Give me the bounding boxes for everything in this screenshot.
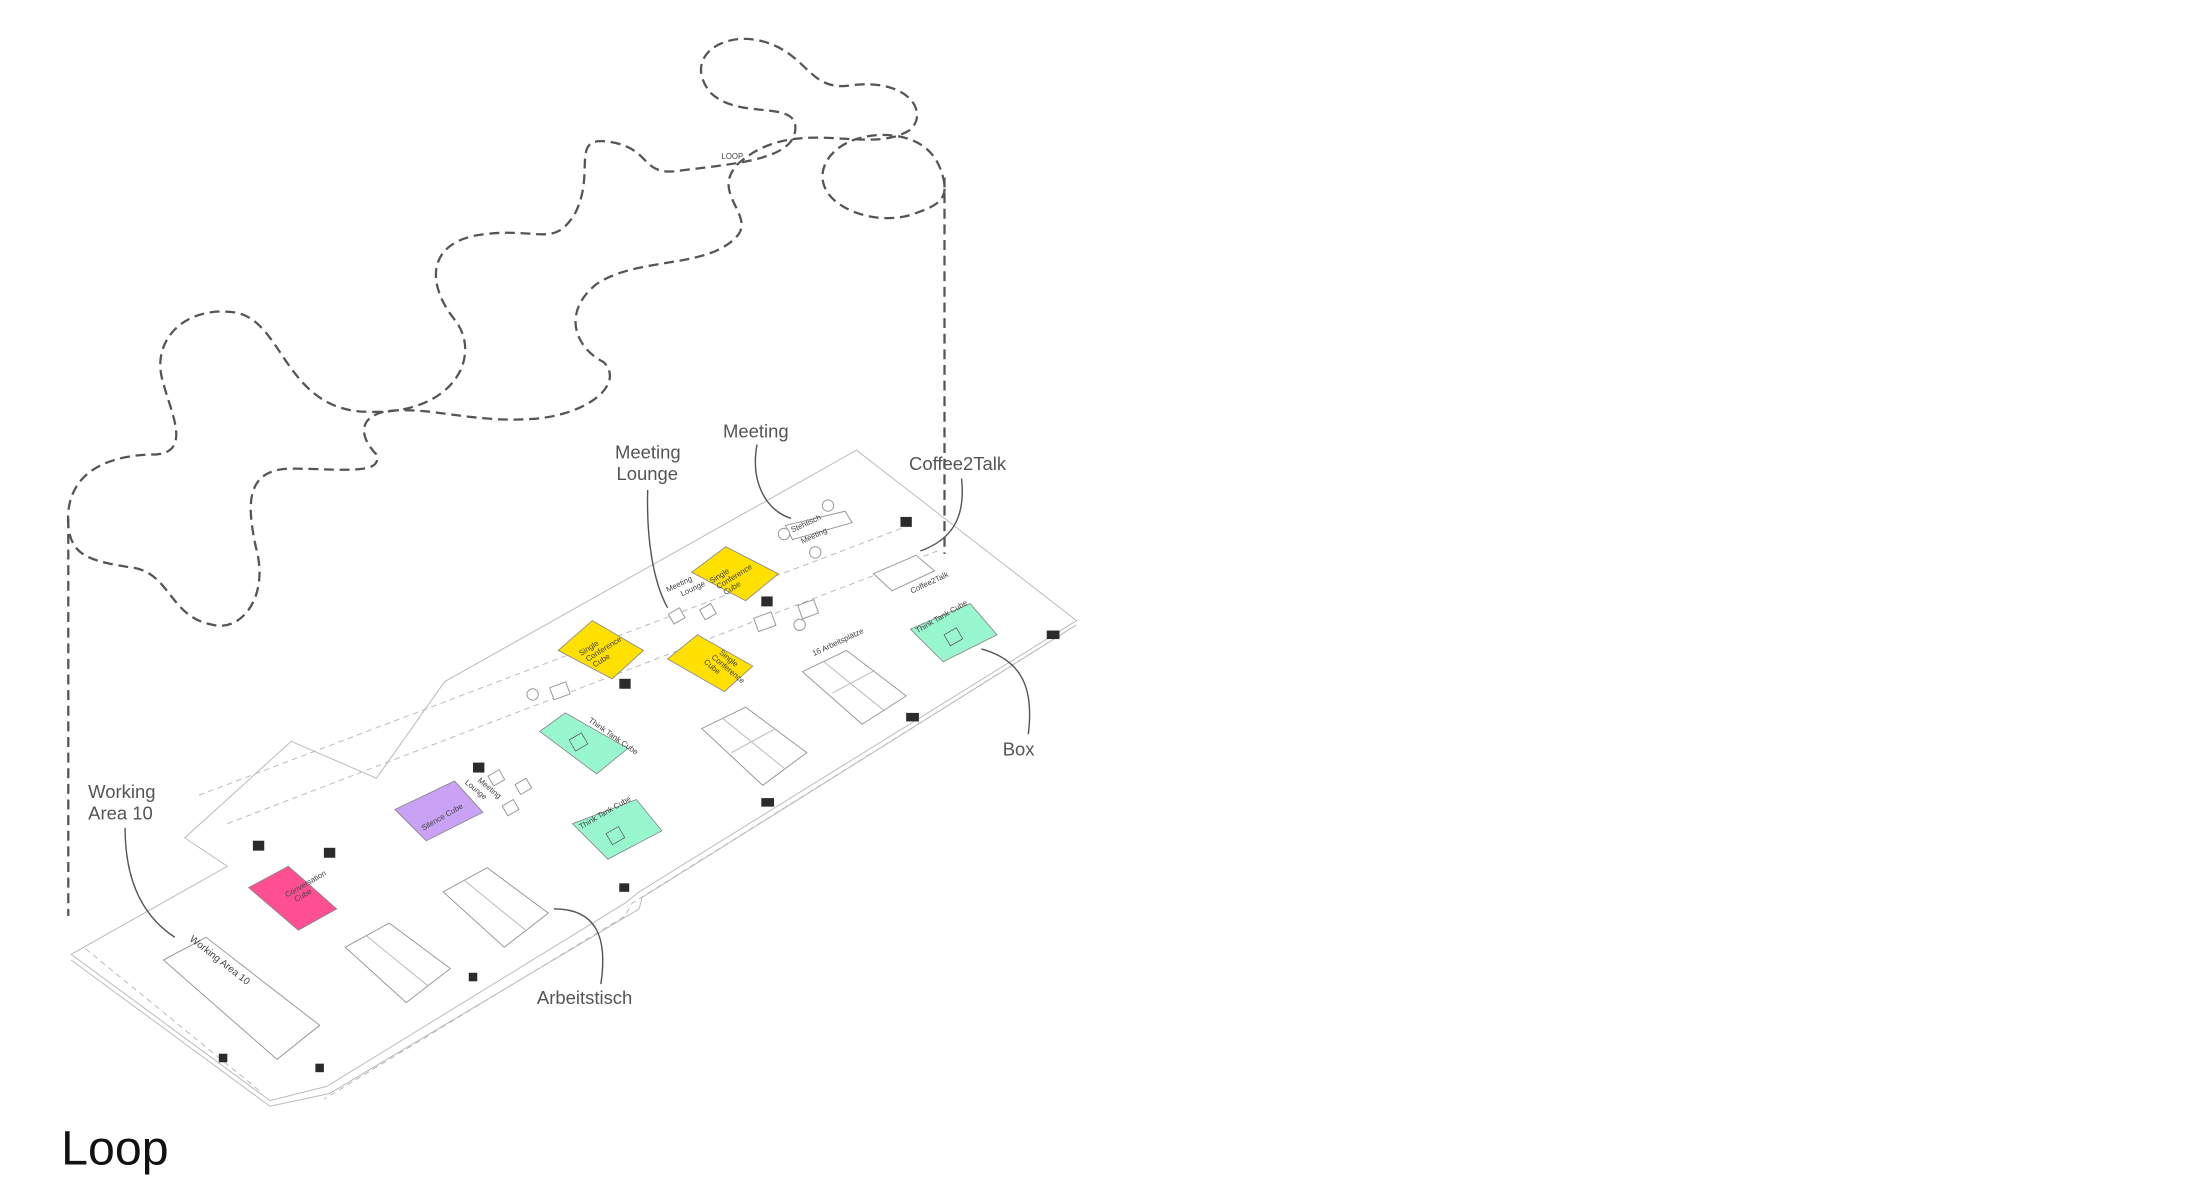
svg-text:Arbeitstisch: Arbeitstisch — [537, 987, 632, 1008]
floor-plan — [70, 449, 1078, 1107]
callout-coffee2talk: Coffee2Talk — [909, 453, 1007, 552]
svg-text:16 Arbeitsplätze: 16 Arbeitsplätze — [811, 626, 865, 658]
svg-text:Box: Box — [1003, 739, 1036, 760]
think-tank-cube-3[interactable]: Think Tank Cube — [909, 598, 998, 663]
single-conference-cube-3[interactable]: SingleConferenceCube — [666, 634, 754, 693]
stehtisch-table — [784, 510, 853, 541]
callout-arbeitstisch: Arbeitstisch — [537, 908, 632, 1008]
single-conference-cube-2[interactable]: SingleConferenceCube — [690, 546, 780, 602]
coffee-counter — [872, 554, 936, 592]
loop-path-inner — [821, 133, 946, 220]
loop-path — [67, 37, 919, 627]
conversation-cube[interactable]: ConversationCube — [247, 865, 338, 931]
think-tank-cube-2[interactable]: Think Tank Cube — [571, 794, 663, 860]
think-tank-cube-1[interactable]: Think Tank Cube — [539, 712, 640, 775]
workstation-desks — [162, 499, 936, 1061]
long-desk-working-area — [162, 936, 321, 1061]
svg-text:Coffee2Talk: Coffee2Talk — [909, 453, 1007, 474]
structural-columns — [218, 516, 1060, 1073]
page-title: Loop — [61, 1121, 168, 1175]
svg-text:Meeting: Meeting — [723, 420, 789, 441]
callout-meeting: Meeting — [723, 420, 792, 520]
single-conference-cube-1[interactable]: SingleConferenceCube — [557, 620, 645, 680]
svg-text:MeetingLounge: MeetingLounge — [615, 442, 681, 484]
callout-box: Box — [981, 648, 1036, 760]
loop-label: LOOP — [722, 152, 744, 161]
